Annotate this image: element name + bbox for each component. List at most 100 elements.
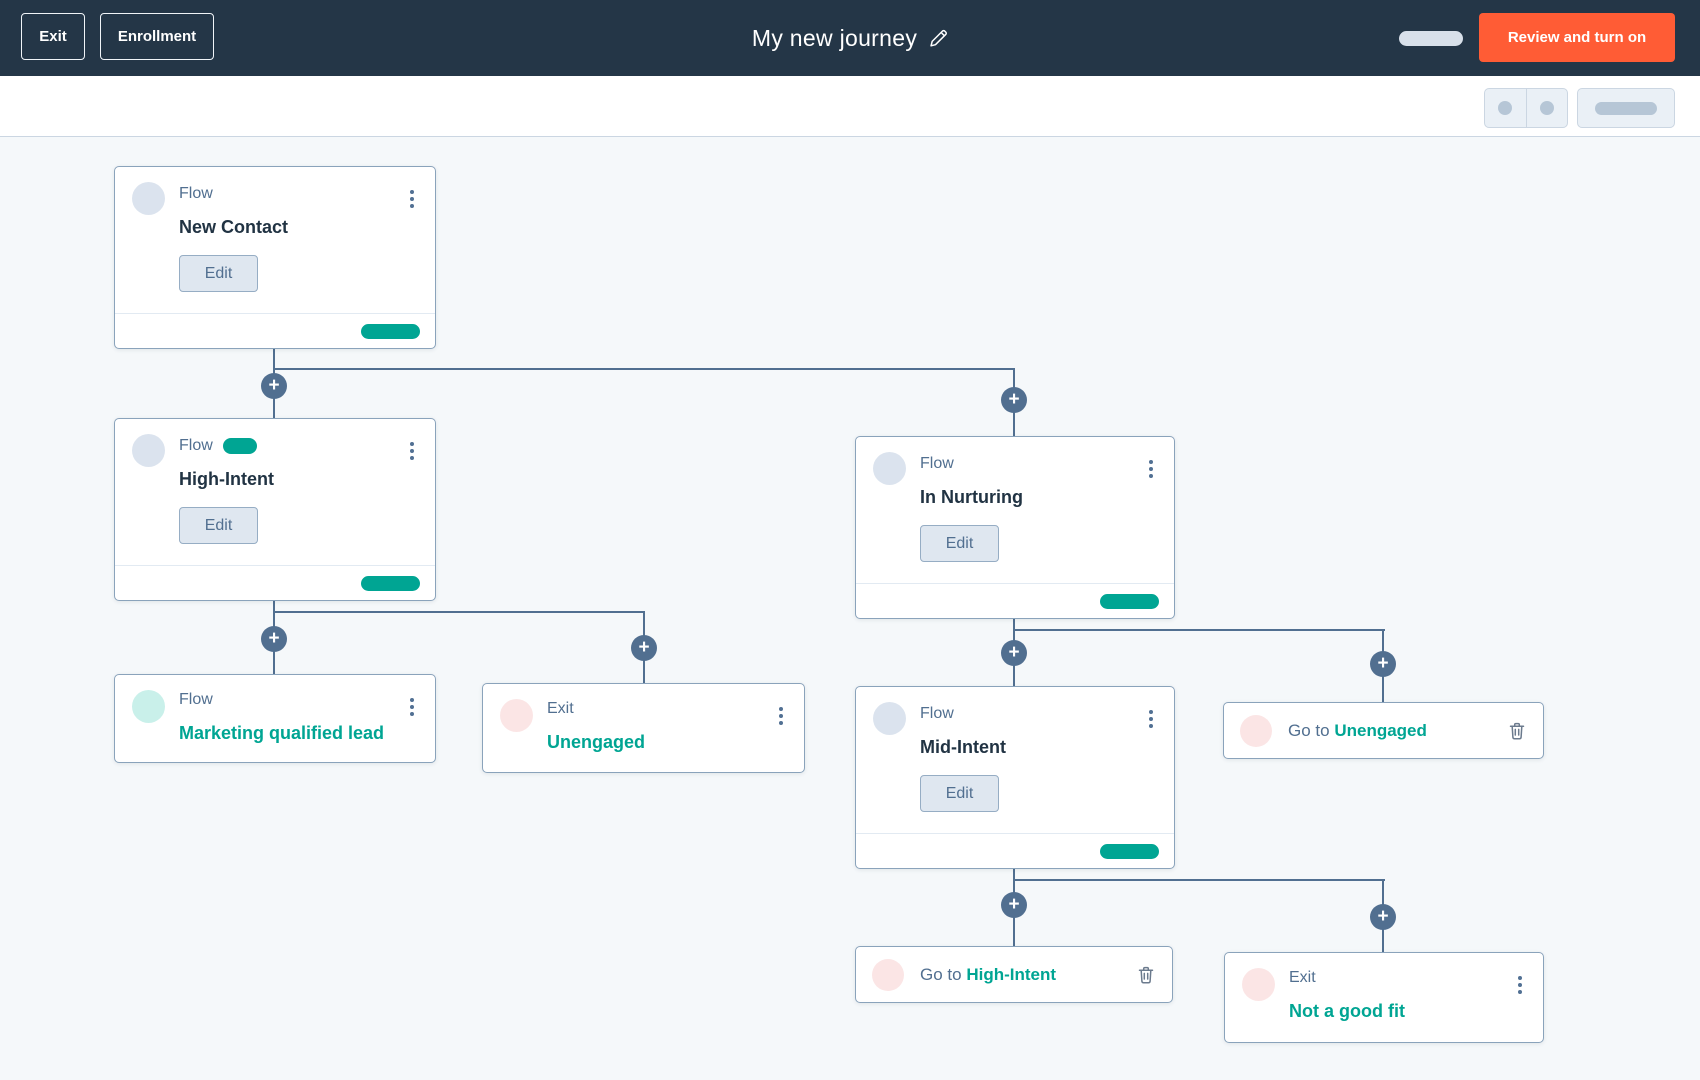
node-body: Flow In Nurturing Edit bbox=[856, 437, 1174, 585]
node-content: Flow In Nurturing Edit bbox=[920, 455, 1132, 562]
edit-button[interactable]: Edit bbox=[920, 775, 999, 812]
more-options-icon[interactable] bbox=[1516, 974, 1524, 996]
add-step-button[interactable]: + bbox=[1001, 387, 1027, 413]
node-title: Marketing qualified lead bbox=[179, 723, 385, 743]
status-placeholder-pill bbox=[1399, 31, 1463, 46]
exit-avatar bbox=[500, 699, 533, 732]
node-exit-unengaged[interactable]: Exit Unengaged bbox=[482, 683, 805, 773]
node-title: In Nurturing bbox=[920, 487, 1023, 507]
add-step-button[interactable]: + bbox=[1370, 904, 1396, 930]
edit-button[interactable]: Edit bbox=[920, 525, 999, 562]
edit-title-pencil-icon[interactable] bbox=[929, 29, 948, 48]
add-step-button[interactable]: + bbox=[1001, 640, 1027, 666]
node-type-label: Flow bbox=[920, 705, 954, 722]
exit-avatar bbox=[1242, 968, 1275, 1001]
node-title: Mid-Intent bbox=[920, 737, 1006, 757]
zoom-in-icon bbox=[1539, 101, 1554, 115]
stats-placeholder-pill bbox=[1100, 843, 1159, 859]
connector-line bbox=[273, 368, 1015, 370]
stats-placeholder-pill bbox=[361, 323, 420, 339]
trash-icon bbox=[1138, 966, 1154, 983]
node-goto-unengaged[interactable]: Go to Unengaged bbox=[1223, 702, 1544, 759]
goto-avatar bbox=[1240, 714, 1272, 747]
node-body: Flow High-Intent Edit bbox=[115, 419, 435, 567]
flow-avatar bbox=[132, 690, 165, 723]
actions-placeholder-icon bbox=[1595, 101, 1657, 115]
node-in-nurturing[interactable]: Flow In Nurturing Edit bbox=[855, 436, 1175, 619]
flow-avatar bbox=[873, 452, 906, 485]
node-stats-strip bbox=[856, 833, 1174, 868]
node-stats-strip bbox=[856, 583, 1174, 618]
zoom-out-icon bbox=[1498, 101, 1513, 115]
node-content: Flow Marketing qualified lead bbox=[179, 691, 393, 744]
node-content: Exit Unengaged bbox=[547, 700, 762, 753]
node-type-label: Flow bbox=[920, 455, 954, 472]
node-high-intent[interactable]: Flow High-Intent Edit bbox=[114, 418, 436, 601]
connector-line bbox=[1013, 629, 1385, 631]
node-content: Flow Mid-Intent Edit bbox=[920, 705, 1132, 812]
delete-button[interactable] bbox=[1136, 964, 1156, 986]
goto-prefix: Go to bbox=[920, 964, 962, 984]
node-exit-not-a-good-fit[interactable]: Exit Not a good fit bbox=[1224, 952, 1544, 1043]
trash-icon bbox=[1509, 722, 1525, 739]
node-title: New Contact bbox=[179, 217, 289, 237]
edit-button[interactable]: Edit bbox=[179, 255, 258, 292]
zoom-control-group bbox=[1484, 88, 1568, 128]
canvas-toolbar bbox=[0, 76, 1700, 137]
top-navbar: Exit Enrollment My new journey Review an… bbox=[0, 0, 1700, 76]
node-title: Not a good fit bbox=[1289, 1001, 1405, 1021]
goto-avatar bbox=[872, 958, 904, 991]
enrollment-button[interactable]: Enrollment bbox=[100, 13, 214, 60]
node-body: Flow Mid-Intent Edit bbox=[856, 687, 1174, 835]
node-body: Flow New Contact Edit bbox=[115, 167, 435, 315]
node-content: Exit Not a good fit bbox=[1289, 969, 1501, 1022]
more-options-icon[interactable] bbox=[777, 705, 785, 727]
add-step-button[interactable]: + bbox=[1001, 892, 1027, 918]
journey-title-group: My new journey bbox=[752, 0, 948, 76]
node-content: Flow New Contact Edit bbox=[179, 185, 393, 292]
node-title: Unengaged bbox=[547, 732, 646, 752]
more-options-icon[interactable] bbox=[408, 696, 416, 718]
goto-label: Go to High-Intent bbox=[920, 965, 1056, 985]
node-content: Flow High-Intent Edit bbox=[179, 437, 393, 544]
canvas-actions-button[interactable] bbox=[1577, 88, 1675, 128]
review-and-turn-on-button[interactable]: Review and turn on bbox=[1479, 13, 1675, 62]
node-title: High-Intent bbox=[179, 469, 274, 489]
goto-target: High-Intent bbox=[966, 964, 1057, 984]
goto-prefix: Go to bbox=[1288, 720, 1330, 740]
node-new-contact[interactable]: Flow New Contact Edit bbox=[114, 166, 436, 349]
more-options-icon[interactable] bbox=[1147, 458, 1155, 480]
node-type-label: Flow bbox=[179, 437, 213, 454]
flow-avatar bbox=[132, 434, 165, 467]
more-options-icon[interactable] bbox=[408, 440, 416, 462]
flow-avatar bbox=[132, 182, 165, 215]
stats-placeholder-pill bbox=[1100, 593, 1159, 609]
goto-label: Go to Unengaged bbox=[1288, 721, 1427, 741]
node-mid-intent[interactable]: Flow Mid-Intent Edit bbox=[855, 686, 1175, 869]
add-step-button[interactable]: + bbox=[631, 635, 657, 661]
zoom-in-button[interactable] bbox=[1525, 88, 1567, 128]
node-type-label: Exit bbox=[1289, 969, 1316, 986]
status-badge bbox=[222, 438, 257, 454]
more-options-icon[interactable] bbox=[408, 188, 416, 210]
edit-button[interactable]: Edit bbox=[179, 507, 258, 544]
node-stats-strip bbox=[115, 565, 435, 600]
stats-placeholder-pill bbox=[361, 575, 420, 591]
add-step-button[interactable]: + bbox=[261, 626, 287, 652]
flow-avatar bbox=[873, 702, 906, 735]
zoom-out-button[interactable] bbox=[1485, 88, 1526, 128]
page-title: My new journey bbox=[751, 24, 918, 51]
add-step-button[interactable]: + bbox=[261, 373, 287, 399]
more-options-icon[interactable] bbox=[1147, 708, 1155, 730]
node-type-label: Flow bbox=[179, 691, 213, 708]
connector-line bbox=[273, 611, 645, 613]
connector-line bbox=[1013, 879, 1385, 881]
delete-button[interactable] bbox=[1507, 720, 1527, 742]
add-step-button[interactable]: + bbox=[1370, 651, 1396, 677]
node-type-label: Exit bbox=[547, 700, 574, 717]
node-marketing-qualified-lead[interactable]: Flow Marketing qualified lead bbox=[114, 674, 436, 763]
node-goto-high-intent[interactable]: Go to High-Intent bbox=[855, 946, 1173, 1003]
node-type-label: Flow bbox=[179, 185, 213, 202]
exit-button[interactable]: Exit bbox=[21, 13, 85, 60]
